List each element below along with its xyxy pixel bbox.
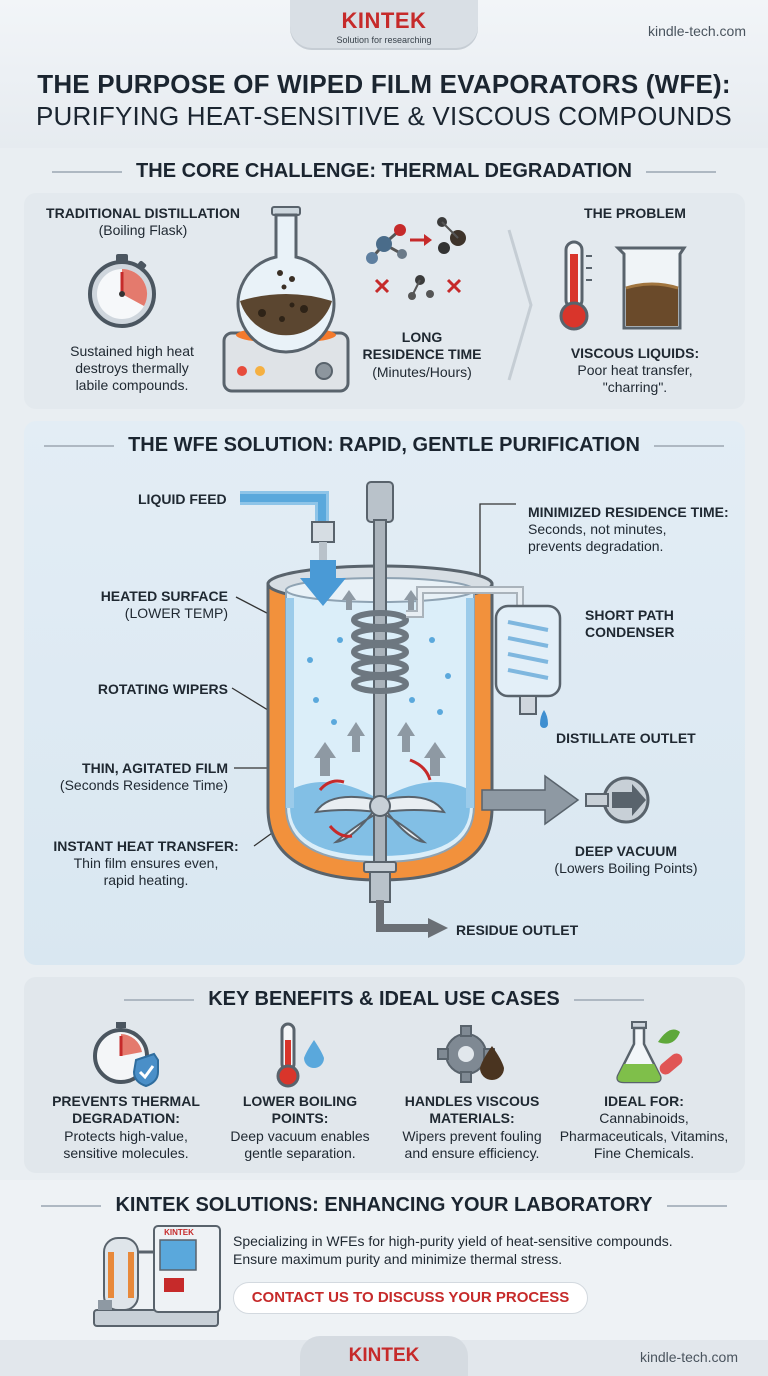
benefit-2-desc-2: gentle separation. <box>244 1145 356 1161</box>
viscous-desc-1: Poor heat transfer, <box>577 362 693 378</box>
heading-rule <box>666 1204 727 1207</box>
heading-rule <box>653 444 724 447</box>
heated-surface-sub: (LOWER TEMP) <box>124 605 228 621</box>
residence-line-1: LONG <box>401 329 443 345</box>
contact-button[interactable]: CONTACT US TO DISCUSS YOUR PROCESS <box>233 1282 588 1314</box>
liquid-feed-label: LIQUID FEED <box>138 491 227 507</box>
heading-rule <box>645 170 716 173</box>
site-url[interactable]: kindle-tech.com <box>647 23 746 39</box>
traditional-desc-3: labile compounds. <box>75 377 189 393</box>
viscous-desc-2: "charring". <box>602 379 668 395</box>
molecule-degradation-icon <box>366 217 466 300</box>
benefit-3-title-2: MATERIALS: <box>429 1110 515 1126</box>
deep-vacuum-sub: (Lowers Boiling Points) <box>554 860 698 876</box>
deep-vacuum-label: DEEP VACUUM <box>574 843 678 859</box>
min-residence-title: MINIMIZED RESIDENCE TIME: <box>528 504 729 520</box>
residence-line-2: RESIDENCE TIME <box>362 346 482 362</box>
thermometer-icon <box>559 240 592 331</box>
challenge-heading-text: THE CORE CHALLENGE: THERMAL DEGRADATION <box>136 160 632 182</box>
problem-title: THE PROBLEM <box>584 205 686 221</box>
rotating-wipers-label: ROTATING WIPERS <box>97 681 228 697</box>
min-residence-desc-1: Seconds, not minutes, <box>528 521 667 537</box>
condenser-line-1: SHORT PATH <box>585 607 674 623</box>
cta-heading: KINTEK SOLUTIONS: ENHANCING YOUR LABORAT… <box>0 1194 768 1217</box>
benefits-heading-text: KEY BENEFITS & IDEAL USE CASES <box>208 988 560 1010</box>
residence-line-3: (Minutes/Hours) <box>372 364 472 380</box>
stopwatch-shield-icon <box>93 1022 159 1088</box>
distillate-outlet-label: DISTILLATE OUTLET <box>556 730 696 746</box>
min-residence-desc-2: prevents degradation. <box>528 538 664 554</box>
benefit-1-title-1: PREVENTS THERMAL <box>52 1093 200 1109</box>
benefit-1-desc-1: Protects high-value, <box>64 1128 188 1144</box>
logo-tagline: Solution for researching <box>336 35 432 45</box>
footer-logo[interactable]: KINTEK <box>300 1336 468 1376</box>
heading-rule <box>41 1204 102 1207</box>
cta-desc-2: Ensure maximum purity and minimize therm… <box>233 1251 563 1267</box>
cta-desc-1: Specializing in WFEs for high-purity yie… <box>233 1233 673 1249</box>
machine-logo: KINTEK <box>164 1228 194 1237</box>
instant-heat-desc-2: rapid heating. <box>103 872 189 888</box>
instant-heat-desc-1: Thin film ensures even, <box>73 855 219 871</box>
heading-rule <box>52 170 123 173</box>
thin-film-label: THIN, AGITATED FILM <box>82 760 228 776</box>
instant-heat-title: INSTANT HEAT TRANSFER: <box>53 838 239 854</box>
heated-surface-label: HEATED SURFACE <box>100 588 228 604</box>
viscous-title: VISCOUS LIQUIDS: <box>570 345 700 361</box>
title-line-1: THE PURPOSE OF WIPED FILM EVAPORATORS (W… <box>37 69 731 99</box>
benefit-4-title-1: IDEAL FOR: <box>604 1093 684 1109</box>
traditional-desc-1: Sustained high heat <box>70 343 194 359</box>
benefit-3-desc-2: and ensure efficiency. <box>404 1145 540 1161</box>
stopwatch-icon <box>88 254 156 328</box>
condenser-line-2: CONDENSER <box>585 624 675 640</box>
brand-logo[interactable]: KINTEK Solution for researching <box>290 0 478 50</box>
benefit-3-desc-1: Wipers prevent fouling <box>402 1128 542 1144</box>
heading-rule <box>573 998 644 1001</box>
footer-site-url[interactable]: kindle-tech.com <box>639 1349 738 1365</box>
boiling-flask-illustration <box>222 206 350 393</box>
benefit-4-title-2: Cannabinoids, <box>599 1110 689 1126</box>
traditional-desc-2: destroys thermally <box>75 360 189 376</box>
benefit-4-desc-2: Fine Chemicals. <box>593 1145 695 1161</box>
gear-drop-icon <box>437 1025 504 1083</box>
benefit-1-title-2: DEGRADATION: <box>72 1110 180 1126</box>
solution-heading-text: THE WFE SOLUTION: RAPID, GENTLE PURIFICA… <box>128 434 640 456</box>
challenge-heading: THE CORE CHALLENGE: THERMAL DEGRADATION <box>0 160 768 183</box>
residue-outlet-label: RESIDUE OUTLET <box>456 922 579 938</box>
benefit-2-title-2: POINTS: <box>271 1110 329 1126</box>
traditional-subtitle: (Boiling Flask) <box>98 222 188 238</box>
footer-logo-text: KINTEK <box>348 1345 420 1366</box>
traditional-title: TRADITIONAL DISTILLATION <box>46 205 240 221</box>
benefits-heading: KEY BENEFITS & IDEAL USE CASES <box>0 988 768 1011</box>
page-title: THE PURPOSE OF WIPED FILM EVAPORATORS (W… <box>0 68 768 132</box>
benefit-2-desc-1: Deep vacuum enables <box>230 1128 370 1144</box>
benefit-4-desc-1: Pharmaceuticals, Vitamins, <box>559 1128 729 1144</box>
benefit-3-title-1: HANDLES VISCOUS <box>404 1093 540 1109</box>
wfe-machine-illustration <box>93 1225 221 1327</box>
cta-heading-text: KINTEK SOLUTIONS: ENHANCING YOUR LABORAT… <box>115 1194 653 1216</box>
title-line-2: PURIFYING HEAT-SENSITIVE & VISCOUS COMPO… <box>36 101 732 131</box>
benefit-2-title-1: LOWER BOILING <box>242 1093 358 1109</box>
benefit-1-desc-2: sensitive molecules. <box>63 1145 189 1161</box>
logo-text: KINTEK <box>341 8 427 33</box>
thermometer-drop-icon <box>276 1022 324 1088</box>
solution-heading: THE WFE SOLUTION: RAPID, GENTLE PURIFICA… <box>0 434 768 457</box>
thin-film-sub: (Seconds Residence Time) <box>59 777 228 793</box>
flask-pill-icon <box>616 1021 683 1084</box>
viscous-beaker-icon <box>614 246 687 330</box>
transition-chevron-icon <box>507 229 533 381</box>
heading-rule <box>124 998 195 1001</box>
heading-rule <box>44 444 115 447</box>
